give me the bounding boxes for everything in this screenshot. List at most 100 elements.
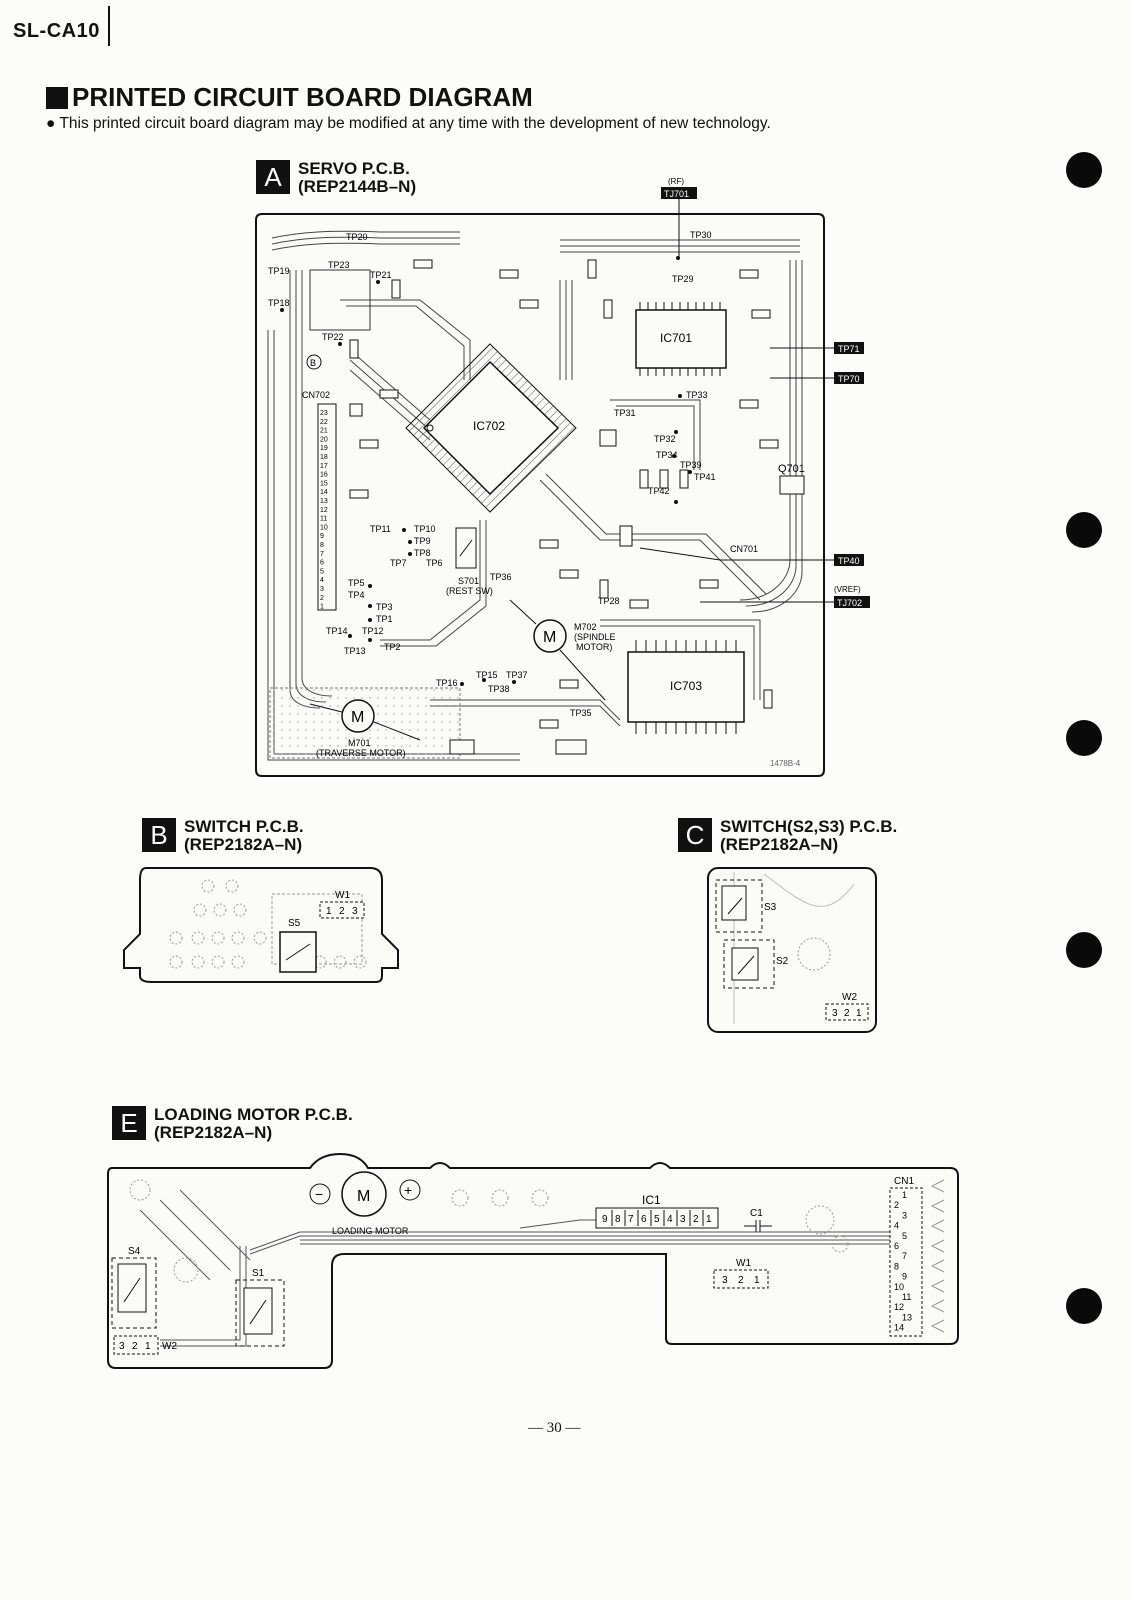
- tp-label: TP22: [322, 332, 344, 342]
- switch-c-pad: [797, 937, 831, 971]
- board-code: 1478B-4: [770, 759, 801, 768]
- section-c-header: C SWITCH(S2,S3) P.C.B. (REP2182A–N): [678, 818, 897, 854]
- spindle-motor-symbol: M: [543, 629, 556, 646]
- cn702-pin: 3: [320, 586, 324, 593]
- tp-label: TP28: [598, 596, 620, 606]
- w2-pin: 2: [844, 1008, 850, 1019]
- ic1-chip: [595, 1207, 719, 1229]
- e-w1-pin: 1: [754, 1275, 760, 1286]
- cn1-pin: 2: [894, 1200, 899, 1210]
- vref-label: (VREF): [834, 585, 861, 594]
- cn1-pin: 13: [902, 1312, 912, 1322]
- cn702-pin: 11: [320, 516, 327, 523]
- tj702-callout: (VREF) TJ702: [700, 585, 870, 608]
- section-a-letter: A: [256, 160, 290, 194]
- tp-label: TP5: [348, 578, 365, 588]
- traverse-motor-symbol: M: [351, 709, 364, 726]
- tp-label: TP33: [686, 390, 708, 400]
- tp-label: TP6: [426, 558, 443, 568]
- tp-label: TP31: [614, 408, 636, 418]
- e-w2-pin: 2: [132, 1341, 138, 1352]
- tp-label: TP1: [376, 614, 393, 624]
- loading-motor-label: LOADING MOTOR: [332, 1226, 409, 1236]
- cn702-pin: 4: [320, 577, 324, 584]
- section-a-part: (REP2144B–N): [298, 177, 417, 196]
- cn1-pin: 5: [902, 1231, 907, 1241]
- ic1-pin: 6: [641, 1214, 647, 1225]
- cn702-pin: 10: [320, 524, 328, 531]
- cn702-pin: 15: [320, 480, 328, 487]
- plus-terminal-label: +: [404, 1182, 412, 1198]
- e-w2-pin: 3: [119, 1341, 125, 1352]
- rf-label: (RF): [668, 177, 684, 186]
- tp-label: TP12: [362, 626, 384, 636]
- e-w2-label: W2: [162, 1341, 177, 1352]
- cn1-pin: 11: [902, 1292, 911, 1302]
- s5-label: S5: [288, 918, 301, 929]
- cn702-pin: 21: [320, 428, 328, 435]
- page-title-text: PRINTED CIRCUIT BOARD DIAGRAM: [72, 82, 533, 112]
- tp-label: TP8: [414, 548, 431, 558]
- w1-pin: 2: [339, 906, 345, 917]
- tp-label: TP34: [656, 450, 678, 460]
- w1-pin: 1: [326, 906, 332, 917]
- binding-hole-icon: [1066, 932, 1102, 968]
- tp-label: TP36: [490, 572, 512, 582]
- w2-label: W2: [842, 992, 857, 1003]
- e-w1-pin: 2: [738, 1275, 744, 1286]
- tp-label: TP15: [476, 670, 498, 680]
- ic1-pin: 9: [602, 1214, 608, 1225]
- tp-label: TP19: [268, 266, 290, 276]
- rest-switch-desc: (REST SW): [446, 586, 493, 596]
- cn702-pin: 23: [320, 410, 328, 417]
- section-b-letter: B: [142, 818, 176, 852]
- tp-label: TP13: [344, 646, 366, 656]
- section-b-title: SWITCH P.C.B.: [184, 817, 304, 836]
- traverse-motor: M M701 (TRAVERSE MOTOR): [269, 687, 461, 759]
- cn702-pin: 12: [320, 507, 328, 514]
- tp-label: TP20: [346, 232, 368, 242]
- switch-pcb-b-diagram: S5 W1 1 2 3: [123, 867, 399, 983]
- ic1-pin: 5: [654, 1214, 660, 1225]
- cn702-pin: 16: [320, 472, 328, 479]
- cutout-outline: [309, 269, 371, 331]
- spindle-motor-desc2: MOTOR): [576, 642, 612, 652]
- w2-connector: [825, 1003, 869, 1021]
- cn702-pin: 14: [320, 489, 328, 496]
- tp-label: TP42: [648, 486, 670, 496]
- s2-label: S2: [776, 956, 789, 967]
- w1-connector: [319, 901, 365, 919]
- cn702-label: CN702: [302, 390, 330, 400]
- model-number: SL-CA10: [13, 20, 100, 42]
- w1-label: W1: [335, 890, 350, 901]
- traverse-motor-ref: M701: [348, 738, 371, 748]
- cn1-pin: 6: [894, 1241, 899, 1251]
- switch-b-zone: [271, 893, 363, 965]
- tp-label: TP10: [414, 524, 436, 534]
- c1-label: C1: [750, 1208, 763, 1219]
- cn702-pin: 6: [320, 560, 324, 567]
- loading-pads: [129, 1179, 849, 1283]
- b-marker-label: B: [310, 358, 316, 368]
- tp70-callout: TP70: [770, 372, 864, 384]
- page-note-text: This printed circuit board diagram may b…: [59, 115, 771, 132]
- cn702-pin: 9: [320, 533, 324, 540]
- tp-label: TP16: [436, 678, 458, 688]
- s1-label: S1: [252, 1268, 265, 1279]
- tp-label: TP37: [506, 670, 528, 680]
- page-note: ● This printed circuit board diagram may…: [46, 115, 771, 133]
- plus-terminal-icon: [399, 1179, 421, 1201]
- loading-board-outline: [107, 1152, 959, 1369]
- loading-motor-symbol: M: [357, 1188, 370, 1205]
- tj701-callout: (RF) TJ701: [661, 177, 697, 258]
- test-point-labels: TP20 TP23 TP19 TP18 TP21 TP22 TP11 TP10 …: [268, 230, 716, 718]
- cn1-pin: 3: [902, 1210, 907, 1220]
- section-e-letter: E: [112, 1106, 146, 1140]
- cn702-pin: 17: [320, 463, 328, 470]
- tp-label: TP4: [348, 590, 365, 600]
- q701-body: [779, 475, 805, 495]
- cn1-pin: 8: [894, 1261, 899, 1271]
- minus-terminal-icon: [309, 1183, 331, 1205]
- ic1-pin: 1: [706, 1214, 712, 1225]
- cn702-pin: 22: [320, 419, 328, 426]
